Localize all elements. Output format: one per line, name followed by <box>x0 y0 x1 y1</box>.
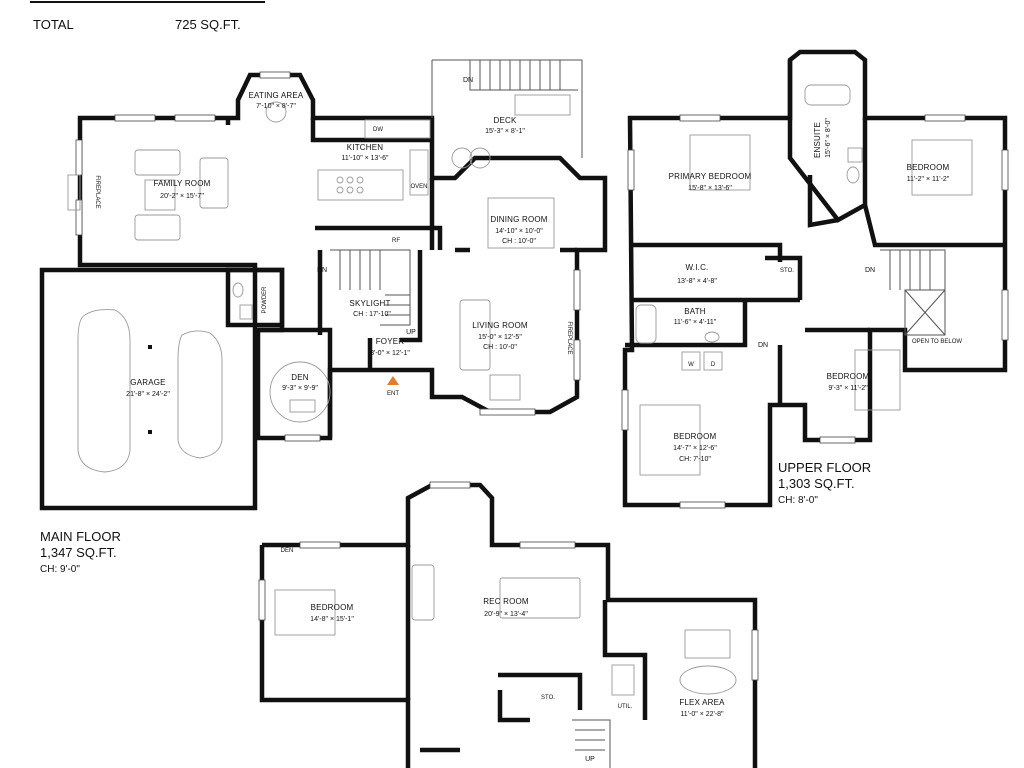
bedroom-small-dims: 9'-3" × 11'-2" <box>828 385 868 392</box>
rec-room-label: REC ROOM <box>483 597 529 606</box>
util-label: UTIL. <box>618 704 633 710</box>
powder-label: POWDER <box>262 286 268 314</box>
ensuite-label: ENSUITE <box>813 122 822 158</box>
dw-label: DW <box>373 127 383 133</box>
den-dims: 9'-3" × 9'-9" <box>282 385 318 392</box>
upper-floor-area: 1,303 SQ.FT. <box>778 476 855 491</box>
kitchen-label: KITCHEN <box>347 143 384 152</box>
lower-floor <box>258 481 759 768</box>
bath-dims: 11'-6" × 4'-11" <box>674 319 717 326</box>
bedroom-upper-dims: 14'-7" × 12'-6" <box>673 445 717 452</box>
deck-dn-label: DN <box>463 77 473 84</box>
flex-area-label: FLEX AREA <box>679 698 725 707</box>
main-up-label: UP <box>406 329 416 336</box>
wic-label: W.I.C. <box>686 263 709 272</box>
fireplace-label-family: FIREPLACE <box>94 175 100 208</box>
dryer-label: D <box>711 362 716 368</box>
bedroom-lower-label: BEDROOM <box>311 603 354 612</box>
oven-label: OVEN <box>410 184 427 190</box>
family-room-dims: 20'-2" × 15'-7" <box>160 193 204 200</box>
main-floor-name: MAIN FLOOR <box>40 529 121 544</box>
rec-room-dims: 20'-9" × 13'-4" <box>484 611 528 618</box>
total-value: 725 SQ.FT. <box>175 17 241 32</box>
bath-label: BATH <box>684 307 706 316</box>
den-label: DEN <box>291 373 309 382</box>
rf-label: RF <box>392 238 400 244</box>
wic-dims: 13'-8" × 4'-8" <box>677 278 717 285</box>
dining-room-ceiling: CH : 10'-0" <box>502 238 536 245</box>
total-label: TOTAL <box>33 17 74 32</box>
bedroom-upper-label: BEDROOM <box>674 432 717 441</box>
bedroom-ur-dims: 11'-2" × 11'-2" <box>907 176 950 183</box>
main-floor-ceiling: CH: 9'-0" <box>40 564 80 575</box>
eating-area-dims: 7'-10" × 8'-7" <box>256 103 296 110</box>
dining-room-label: DINING ROOM <box>490 215 547 224</box>
upper-floor-name: UPPER FLOOR <box>778 460 871 475</box>
ensuite-dims: 15'-6" × 8'-0" <box>825 118 832 158</box>
family-room-label: FAMILY ROOM <box>153 179 210 188</box>
foyer-dims: 8'-0" × 12'-1" <box>370 350 410 357</box>
bedroom-small-label: BEDROOM <box>827 372 870 381</box>
fireplace-label-living: FIREPLACE <box>566 321 572 354</box>
bath-dn-label: DN <box>758 342 768 349</box>
dining-room-dims: 14'-10" × 10'-0" <box>495 228 543 235</box>
lower-den-label: DEN <box>281 548 294 554</box>
washer-label: W <box>688 362 694 368</box>
skylight-label: SKYLIGHT <box>349 299 390 308</box>
skylight-ceiling: CH : 17'-10" <box>353 311 391 318</box>
entry-label: ENT <box>387 391 399 397</box>
upper-dn-label: DN <box>865 267 875 274</box>
living-room-label: LIVING ROOM <box>472 321 528 330</box>
lower-up-label: UP <box>585 756 595 763</box>
living-room-dims: 15'-0" × 12'-5" <box>478 334 522 341</box>
garage-dims: 21'-8" × 24'-2" <box>126 391 170 398</box>
bedroom-ur-label: BEDROOM <box>907 163 950 172</box>
eating-area-label: EATING AREA <box>249 91 304 100</box>
main-floor-area: 1,347 SQ.FT. <box>40 545 117 560</box>
primary-bedroom-label: PRIMARY BEDROOM <box>669 172 752 181</box>
flex-area-dims: 11'-0" × 22'-8" <box>680 711 724 718</box>
living-room-ceiling: CH : 10'-0" <box>483 344 517 351</box>
main-floor <box>39 59 608 511</box>
open-below-label: OPEN TO BELOW <box>912 339 962 345</box>
primary-bedroom-dims: 15'-8" × 13'-6" <box>688 185 732 192</box>
foyer-label: FOYER <box>376 337 405 346</box>
kitchen-dims: 11'-10" × 13'-6" <box>341 155 389 162</box>
bedroom-upper-ceiling: CH: 7'-10" <box>679 456 711 463</box>
deck-dims: 15'-3" × 8'-1" <box>485 128 525 135</box>
main-dn-label: DN <box>317 267 327 274</box>
deck-label: DECK <box>493 116 516 125</box>
upper-floor <box>621 49 1009 509</box>
bedroom-lower-dims: 14'-8" × 15'-1" <box>310 616 354 623</box>
upper-floor-ceiling: CH: 8'-0" <box>778 495 818 506</box>
sto-upper-label: STO. <box>780 268 794 274</box>
garage-label: GARAGE <box>130 378 165 387</box>
sto-lower-label: STO. <box>541 695 555 701</box>
